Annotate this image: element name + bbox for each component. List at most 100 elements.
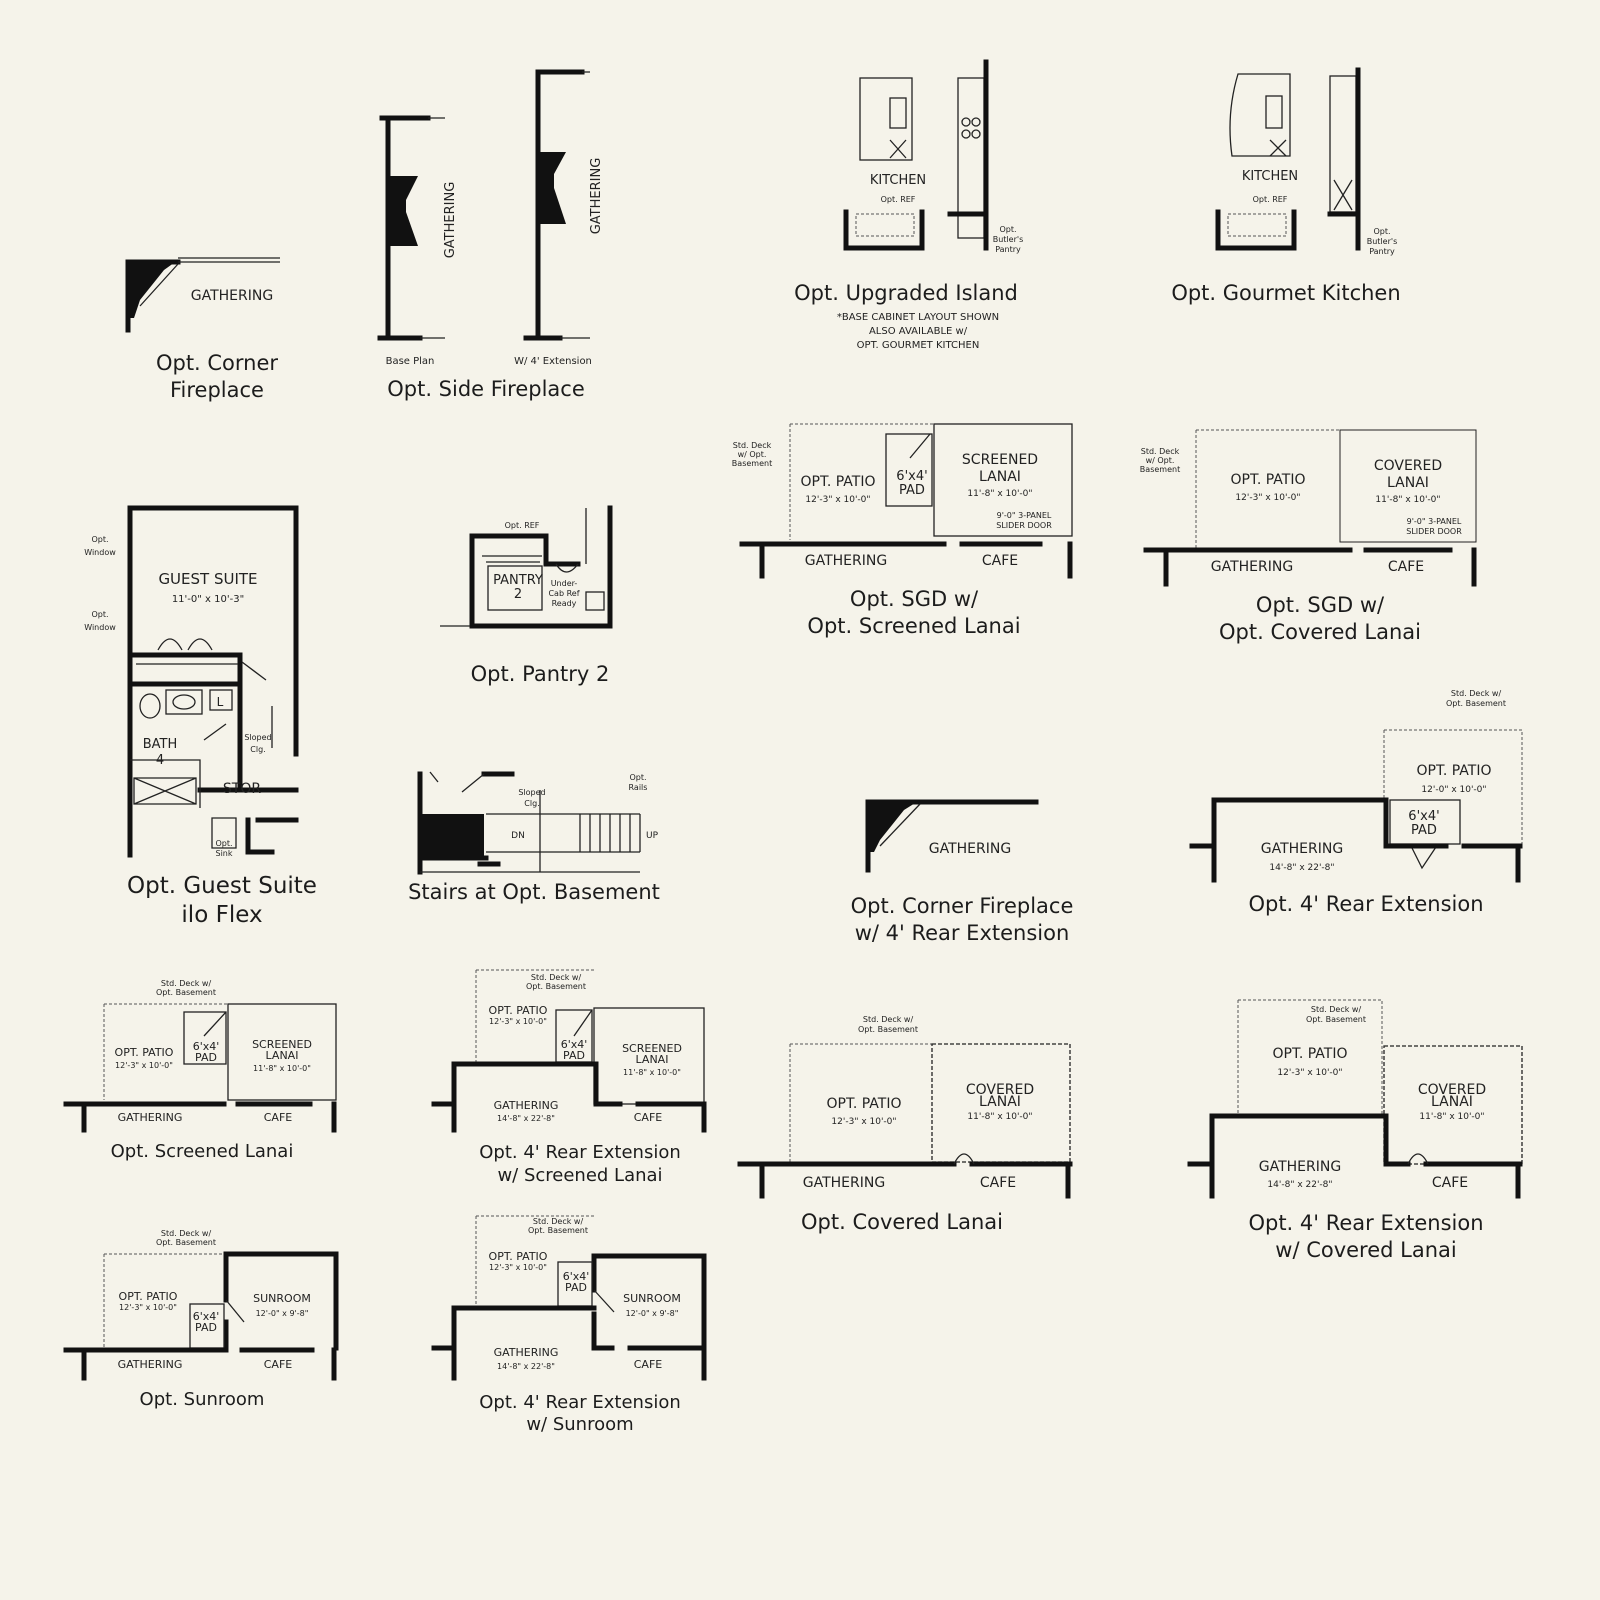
stair-void-block bbox=[422, 814, 484, 856]
label-std-deck-erc-1: Std. Deck w/ bbox=[1311, 1005, 1362, 1014]
caption-rear-ext-screened-2: w/ Screened Lanai bbox=[497, 1165, 662, 1186]
caption-corner-fireplace-2: Fireplace bbox=[170, 378, 264, 402]
label-pad-ers-2: PAD bbox=[563, 1049, 585, 1062]
label-opt-patio-ersun: OPT. PATIO bbox=[489, 1250, 548, 1263]
room-label-cafe-cl: CAFE bbox=[980, 1175, 1016, 1191]
caption-pantry-2: Opt. Pantry 2 bbox=[471, 662, 610, 686]
caption-side-fireplace: Opt. Side Fireplace bbox=[387, 377, 585, 401]
label-std-deck-sl-1: Std. Deck w/ bbox=[161, 979, 212, 988]
caption-gourmet-kitchen: Opt. Gourmet Kitchen bbox=[1171, 281, 1400, 305]
room-label-gathering-ext: GATHERING bbox=[1261, 841, 1343, 857]
stairs-basement-option: DN UP Sloped Clg. Opt. Rails Stairs at O… bbox=[408, 771, 660, 904]
label-slider-sgd-c-1: 9'-0" 3-PANEL bbox=[1407, 517, 1462, 526]
label-std-deck-sgd-s-3: Basement bbox=[732, 459, 772, 468]
label-stairs-sloped-2: Clg. bbox=[524, 799, 539, 808]
caption-rear-ext-covered-2: w/ Covered Lanai bbox=[1275, 1238, 1456, 1262]
sgd-covered-lanai-option: OPT. PATIO 12'-3" x 10'-0" COVERED LANAI… bbox=[1140, 429, 1477, 644]
side-fireplace-option: GATHERING Base Plan GATHERING W/ 4' Exte… bbox=[377, 69, 604, 401]
label-under-cab-3: Ready bbox=[552, 599, 577, 608]
sunroom-option: OPT. PATIO 12'-3" x 10'-0" 6'x4' PAD SUN… bbox=[63, 1229, 339, 1410]
dim-gathering-ext: 14'-8" x 22'-8" bbox=[1269, 863, 1334, 873]
caption-sgd-covered-1: Opt. SGD w/ bbox=[1256, 593, 1385, 617]
room-label-gathering-sgd-c: GATHERING bbox=[1211, 559, 1293, 575]
label-opt-patio-ers: OPT. PATIO bbox=[489, 1004, 548, 1017]
label-sunroom: SUNROOM bbox=[253, 1292, 311, 1305]
dim-covered-cl: 11'-8" x 10'-0" bbox=[967, 1112, 1032, 1122]
room-label-cafe-erc: CAFE bbox=[1432, 1175, 1468, 1191]
label-std-deck-sgd-c-2: w/ Opt. bbox=[1146, 456, 1175, 465]
label-stairs-sloped-1: Sloped bbox=[518, 788, 545, 797]
label-std-deck-sgd-c-3: Basement bbox=[1140, 465, 1180, 474]
dim-opt-patio-sl: 12'-3" x 10'-0" bbox=[115, 1061, 173, 1070]
label-std-deck-ers-2: Opt. Basement bbox=[526, 982, 586, 991]
label-opt-window-1b: Window bbox=[84, 548, 116, 557]
caption-sunroom: Opt. Sunroom bbox=[140, 1389, 265, 1410]
label-sloped-clg-1: Sloped bbox=[244, 733, 271, 742]
label-screened-lanai-sgd-1: SCREENED bbox=[962, 452, 1038, 468]
room-label-cafe-sl: CAFE bbox=[264, 1111, 293, 1124]
label-pad-ext-2: PAD bbox=[1411, 823, 1437, 838]
room-label-gathering-cl: GATHERING bbox=[803, 1175, 885, 1191]
room-label-cafe-ers: CAFE bbox=[634, 1111, 663, 1124]
caption-corner-fp-ext-1: Opt. Corner Fireplace bbox=[851, 894, 1074, 918]
room-label-gathering-ersun: GATHERING bbox=[494, 1346, 559, 1359]
label-sloped-clg-2: Clg. bbox=[250, 745, 265, 754]
room-label-cafe-sun: CAFE bbox=[264, 1358, 293, 1371]
room-label-stor: STOR bbox=[223, 781, 261, 797]
caption-rear-ext: Opt. 4' Rear Extension bbox=[1248, 892, 1483, 916]
room-label-gathering: GATHERING bbox=[191, 288, 273, 304]
fireplace-corner-mass bbox=[126, 260, 178, 318]
label-screened-ers-2: LANAI bbox=[636, 1053, 669, 1066]
caption-sgd-covered-2: Opt. Covered Lanai bbox=[1219, 620, 1421, 644]
dim-screened-sl: 11'-8" x 10'-0" bbox=[253, 1064, 311, 1073]
dim-sunroom-ersun: 12'-0" x 9'-8" bbox=[626, 1309, 679, 1318]
room-label-gathering-sgd-s: GATHERING bbox=[805, 553, 887, 569]
label-butlers-pantry-3: Pantry bbox=[995, 245, 1021, 254]
label-stairs-dn: DN bbox=[511, 831, 525, 841]
label-opt-window-2b: Window bbox=[84, 623, 116, 632]
dim-gathering-erc: 14'-8" x 22'-8" bbox=[1267, 1180, 1332, 1190]
caption-corner-fp-ext-2: w/ 4' Rear Extension bbox=[855, 921, 1070, 945]
label-std-deck-erc-2: Opt. Basement bbox=[1306, 1015, 1366, 1024]
label-pantry-opt-ref: Opt. REF bbox=[505, 521, 540, 530]
label-covered-lanai-sgd-1: COVERED bbox=[1374, 458, 1442, 474]
room-label-bath: BATH bbox=[143, 737, 178, 752]
label-butlers-pantry-1: Opt. bbox=[999, 225, 1016, 234]
sgd-screened-lanai-option: OPT. PATIO 12'-3" x 10'-0" 6'x4' PAD SCR… bbox=[732, 423, 1073, 638]
dim-opt-patio-sun: 12'-3" x 10'-0" bbox=[119, 1303, 177, 1312]
label-opt-patio-sl: OPT. PATIO bbox=[115, 1046, 174, 1059]
room-label-kitchen-gourmet: KITCHEN bbox=[1242, 169, 1298, 184]
label-opt-patio-cl: OPT. PATIO bbox=[827, 1096, 902, 1112]
label-opt-rails-2: Rails bbox=[629, 783, 648, 792]
label-std-deck-ext-2: Opt. Basement bbox=[1446, 699, 1506, 708]
label-std-deck-sl-2: Opt. Basement bbox=[156, 988, 216, 997]
label-opt-rails-1: Opt. bbox=[629, 773, 646, 782]
fireplace-corner-ext-mass bbox=[866, 800, 920, 852]
dim-opt-patio-erc: 12'-3" x 10'-0" bbox=[1277, 1068, 1342, 1078]
label-std-deck-sgd-s-2: w/ Opt. bbox=[738, 450, 767, 459]
label-butlers-pantry-gourmet-2: Butler's bbox=[1367, 237, 1398, 246]
label-pad-sun-1: 6'x4' bbox=[193, 1310, 220, 1323]
pantry-2-option: Opt. REF PANTRY 2 Under- Cab Ref Ready O… bbox=[440, 505, 613, 686]
screened-lanai-option: OPT. PATIO 12'-3" x 10'-0" 6'x4' PAD SCR… bbox=[63, 979, 337, 1162]
label-w-4-extension: W/ 4' Extension bbox=[514, 356, 592, 367]
label-opt-sink-2: Sink bbox=[215, 849, 232, 858]
dim-opt-patio-ers: 12'-3" x 10'-0" bbox=[489, 1017, 547, 1026]
caption-corner-fireplace-1: Opt. Corner bbox=[156, 351, 278, 375]
dim-covered-erc: 11'-8" x 10'-0" bbox=[1419, 1112, 1484, 1122]
room-label-guest-suite: GUEST SUITE bbox=[158, 570, 257, 588]
label-slider-sgd-s-2: SLIDER DOOR bbox=[996, 521, 1052, 530]
room-label-gathering-erc: GATHERING bbox=[1259, 1159, 1341, 1175]
caption-rear-ext-screened-1: Opt. 4' Rear Extension bbox=[479, 1142, 681, 1163]
label-opt-window-1a: Opt. bbox=[91, 535, 108, 544]
room-label-gathering-sl: GATHERING bbox=[118, 1111, 183, 1124]
label-screened-ers-1: SCREENED bbox=[622, 1042, 682, 1055]
label-opt-patio-ext: OPT. PATIO bbox=[1417, 763, 1492, 779]
room-label-gathering-side-2: GATHERING bbox=[589, 158, 604, 235]
label-pad-ers-1: 6'x4' bbox=[561, 1038, 588, 1051]
fireplace-base-plan bbox=[390, 176, 418, 246]
label-pad-sl-1: 6'x4' bbox=[193, 1040, 220, 1053]
label-covered-erc-2: LANAI bbox=[1431, 1094, 1473, 1110]
label-opt-patio-sgd-s: OPT. PATIO bbox=[801, 474, 876, 490]
